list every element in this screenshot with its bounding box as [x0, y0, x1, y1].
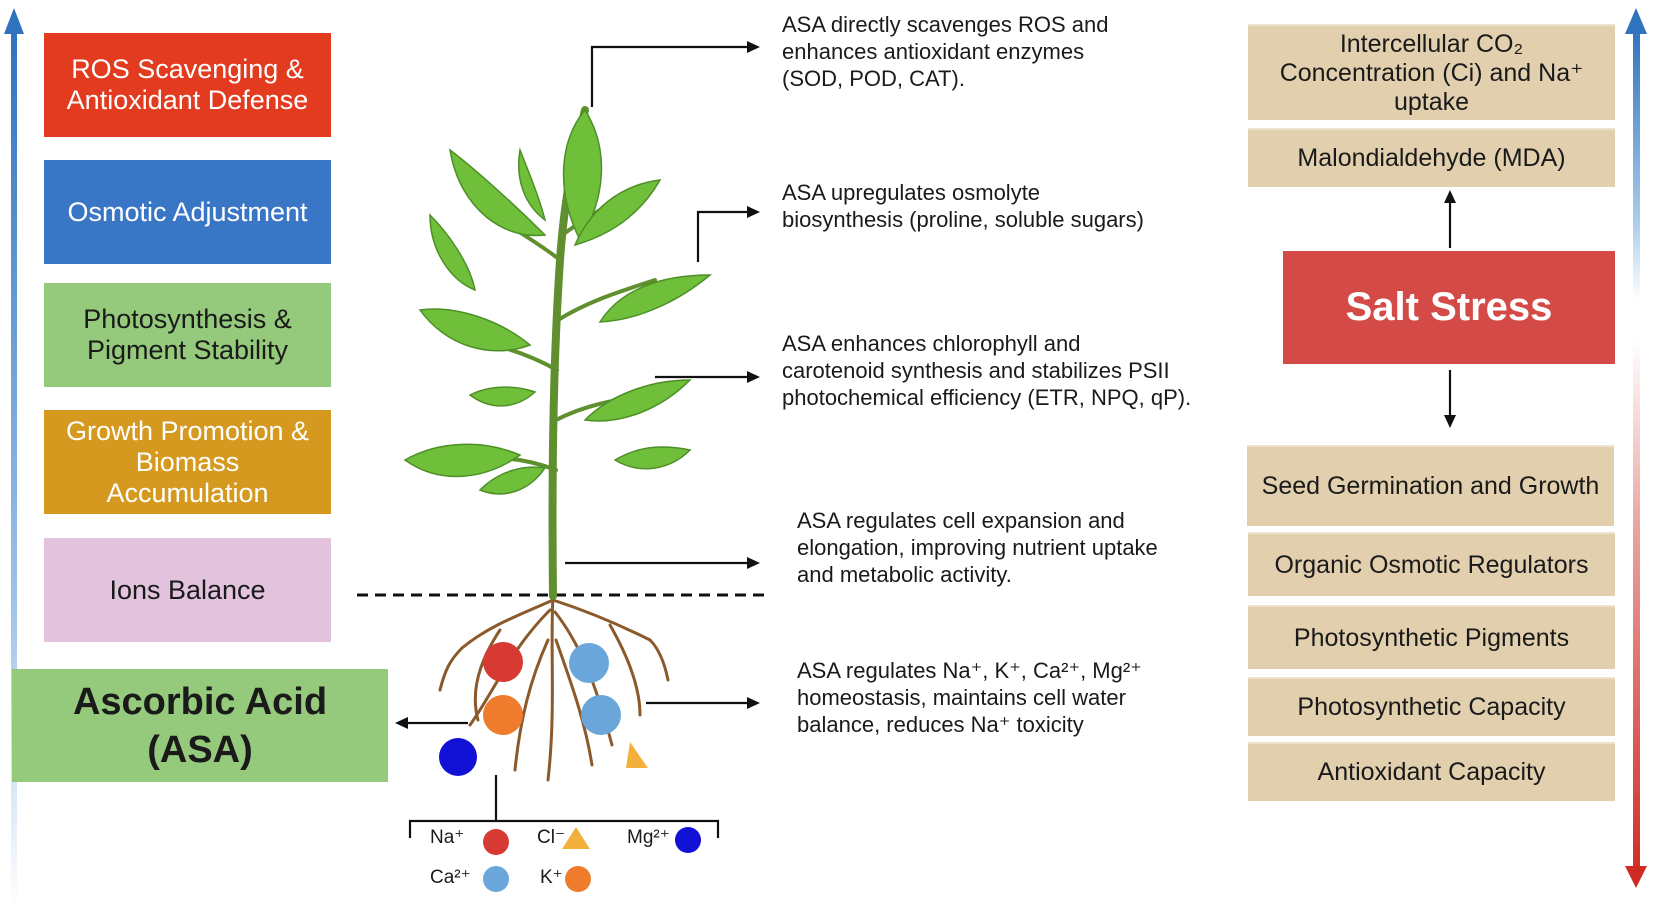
connector-arrowheads	[395, 41, 1456, 729]
legend-label-cl: Cl⁻	[537, 827, 565, 848]
ion-legend-symbols	[483, 827, 701, 892]
mechanism-text-osmolyte: ASA upregulates osmolyte biosynthesis (p…	[782, 180, 1144, 232]
salt-stress-label: Salt Stress	[1345, 285, 1553, 329]
mechanism-connectors	[405, 45, 1452, 838]
asa-label: Ascorbic Acid (ASA)	[72, 680, 328, 771]
asa-box: Ascorbic Acid (ASA)	[12, 669, 388, 782]
salt-stress-box: Salt Stress	[1283, 251, 1615, 364]
legend-label-ca: Ca²⁺	[430, 867, 471, 888]
mechanism-text-ros: ASA directly scavenges ROS and enhances …	[782, 12, 1109, 91]
mechanism-text-ions: ASA regulates Na⁺, K⁺, Ca²⁺, Mg²⁺ homeos…	[797, 658, 1142, 737]
legend-label-k: K⁺	[540, 867, 563, 888]
salt-decrease-box-pigments: Photosynthetic Pigments	[1248, 605, 1615, 669]
legend-label-mg: Mg²⁺	[627, 827, 670, 848]
left-increase-arrow	[4, 8, 24, 910]
salt-decrease-box-capacity: Photosynthetic Capacity	[1248, 677, 1615, 736]
right-increase-arrow	[1625, 8, 1647, 300]
legend-label-na: Na⁺	[430, 827, 465, 848]
effect-box-photosynthesis: Photosynthesis & Pigment Stability	[44, 283, 331, 387]
effect-box-ros: ROS Scavenging & Antioxidant Defense	[44, 33, 331, 137]
mechanism-text-growth: ASA regulates cell expansion and elongat…	[797, 508, 1158, 587]
salt-decrease-box-antioxidant: Antioxidant Capacity	[1248, 742, 1615, 801]
effect-box-ions: Ions Balance	[44, 538, 331, 642]
effect-box-growth: Growth Promotion & Biomass Accumulation	[44, 410, 331, 514]
salt-increase-box-ci: Intercellular CO₂ Concentration (Ci) and…	[1248, 24, 1615, 120]
salt-increase-box-mda: Malondialdehyde (MDA)	[1248, 128, 1615, 187]
soil-ions	[439, 642, 648, 776]
mechanism-text-chlorophyll: ASA enhances chlorophyll and carotenoid …	[782, 331, 1192, 410]
right-decrease-arrow	[1625, 340, 1647, 888]
plant-illustration	[403, 106, 713, 782]
salt-decrease-box-osmotic-regulators: Organic Osmotic Regulators	[1248, 532, 1615, 596]
salt-decrease-box-germination: Seed Germination and Growth	[1247, 445, 1614, 526]
effect-box-osmotic: Osmotic Adjustment	[44, 160, 331, 264]
